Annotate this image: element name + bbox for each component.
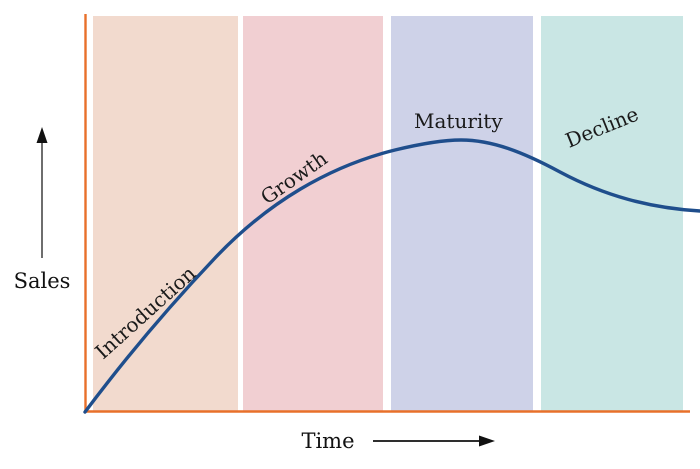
sales-curve-path bbox=[83, 138, 700, 414]
y-axis-label: Sales bbox=[14, 269, 71, 293]
annotation-maturity: Maturity bbox=[414, 109, 503, 133]
right-arrow-icon bbox=[479, 435, 495, 447]
x-axis-label: Time bbox=[301, 429, 354, 453]
y-axis-title-group: Sales bbox=[14, 127, 71, 293]
axis-lines bbox=[84, 14, 690, 413]
band-maturity bbox=[391, 16, 533, 412]
band-growth bbox=[243, 16, 383, 412]
life-cycle-curve bbox=[83, 138, 700, 414]
up-arrow-icon bbox=[36, 127, 48, 143]
band-decline bbox=[541, 16, 683, 412]
x-axis-title-group: Time bbox=[301, 429, 495, 453]
band-introduction bbox=[93, 16, 238, 412]
stage-bands bbox=[93, 16, 683, 412]
